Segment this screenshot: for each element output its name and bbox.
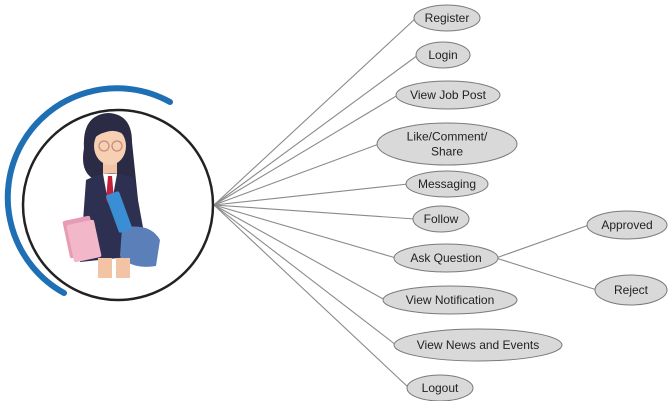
use-case-label: Login — [428, 48, 457, 62]
use-case-view-notification[interactable]: View Notification — [382, 285, 518, 315]
connector-ask-question — [213, 204, 397, 259]
use-case-label: View News and Events — [417, 338, 540, 352]
use-case-label: Share — [431, 145, 463, 159]
use-case-login[interactable]: Login — [415, 41, 471, 69]
use-case-label: Follow — [424, 212, 459, 226]
connector-messaging — [213, 183, 409, 206]
use-case-logout[interactable]: Logout — [406, 374, 474, 401]
connector-view-job-post — [213, 94, 399, 206]
actor-accent-ring — [4, 85, 173, 296]
use-case-ellipse — [406, 374, 474, 401]
actor — [4, 85, 215, 302]
use-case-label: Register — [425, 11, 470, 25]
use-case-reject[interactable]: Reject — [594, 274, 668, 306]
use-case-label: Reject — [614, 283, 649, 297]
use-case-label: Messaging — [418, 177, 476, 191]
use-case-label: View Job Post — [410, 88, 486, 102]
connector-approved — [495, 224, 590, 259]
connector-follow — [213, 204, 416, 220]
use-case-ellipse — [413, 4, 481, 32]
use-case-label: Logout — [422, 381, 459, 395]
use-case-approved[interactable]: Approved — [586, 210, 668, 240]
connector-view-notification — [213, 204, 386, 301]
use-case-view-job-post[interactable]: View Job Post — [395, 80, 501, 110]
connector-login — [213, 54, 419, 206]
use-case-ellipse — [395, 80, 501, 110]
use-case-like-comment-share[interactable]: Like/Comment/Share — [376, 122, 518, 166]
use-case-ellipse — [594, 274, 668, 306]
connector-like-comment-share — [213, 143, 380, 206]
use-case-ellipse — [393, 328, 563, 362]
use-case-ellipse — [405, 170, 489, 198]
use-case-follow[interactable]: Follow — [412, 205, 470, 233]
connector-register — [213, 17, 417, 206]
connector-view-news-and-events — [213, 204, 397, 346]
use-case-messaging[interactable]: Messaging — [405, 170, 489, 198]
use-case-ellipse — [586, 210, 668, 240]
connector-reject — [495, 257, 598, 291]
connectors — [213, 17, 598, 389]
use-case-ellipse — [376, 122, 518, 166]
connector-logout — [213, 204, 410, 389]
use-case-label: Approved — [601, 218, 652, 232]
use-case-ask-question[interactable]: Ask Question — [393, 243, 499, 273]
use-case-ellipse — [393, 243, 499, 273]
use-case-label: View Notification — [406, 293, 495, 307]
use-case-label: Like/Comment/ — [407, 130, 488, 144]
use-case-ellipse — [412, 205, 470, 233]
use-case-ellipse — [382, 285, 518, 315]
student-girl-with-books-icon — [62, 113, 160, 278]
use-case-view-news-and-events[interactable]: View News and Events — [393, 328, 563, 362]
use-case-label: Ask Question — [410, 251, 481, 265]
use-case-register[interactable]: Register — [413, 4, 481, 32]
use-case-ellipse — [415, 41, 471, 69]
